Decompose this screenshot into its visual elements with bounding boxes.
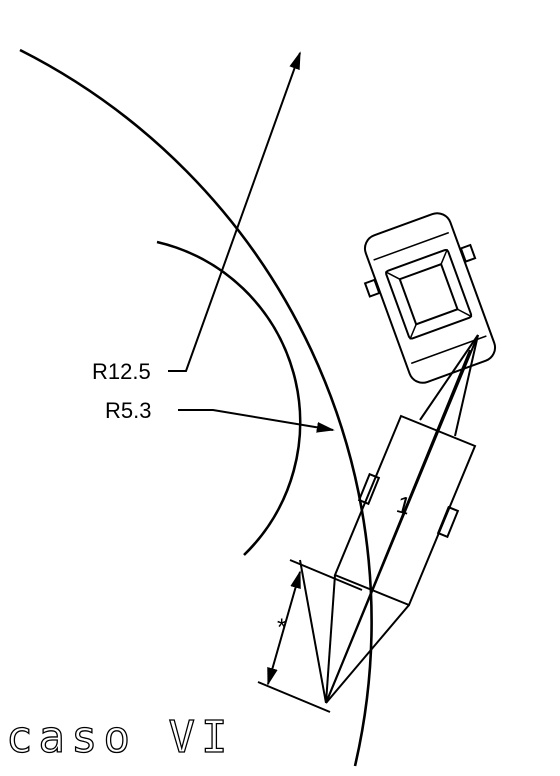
inner-radius-label: R5.3 <box>105 398 151 423</box>
dim-extension-top <box>289 559 363 591</box>
trailer-wheel-right <box>436 505 460 539</box>
mirror-left <box>363 278 381 298</box>
cabin-corner <box>457 308 473 318</box>
inner-radius-leader <box>178 409 335 433</box>
cabin-corner <box>384 271 401 280</box>
outer-radius-label: R12.5 <box>92 359 151 384</box>
length-mark-label: * <box>277 614 286 641</box>
outer-turning-arc <box>19 48 373 767</box>
trailer-rear-line-a <box>325 574 336 704</box>
trailer-wheel-left <box>357 472 381 506</box>
dim-extension-bottom <box>257 681 331 713</box>
trailer-axle-line <box>299 559 327 704</box>
car-hood-line <box>373 231 450 261</box>
cabin-corner <box>440 248 449 265</box>
car-cabin-inner <box>398 262 459 326</box>
cabin-corner <box>409 324 417 340</box>
tow-car <box>363 212 497 384</box>
car-outline <box>363 212 497 384</box>
outer-radius-leader <box>168 51 301 372</box>
mirror-right <box>459 243 477 263</box>
hitch-line-right <box>454 334 479 437</box>
trailer-rear-line-b <box>325 604 410 704</box>
inner-turning-arc <box>156 240 302 556</box>
case-caption: caso VI <box>6 712 233 763</box>
car-cabin-outer <box>385 248 473 340</box>
trailer-number-label: 1 <box>394 491 414 521</box>
hitch-line-left <box>419 334 479 421</box>
length-dimension-line <box>267 570 301 686</box>
wheelbase-line-b <box>325 349 471 704</box>
